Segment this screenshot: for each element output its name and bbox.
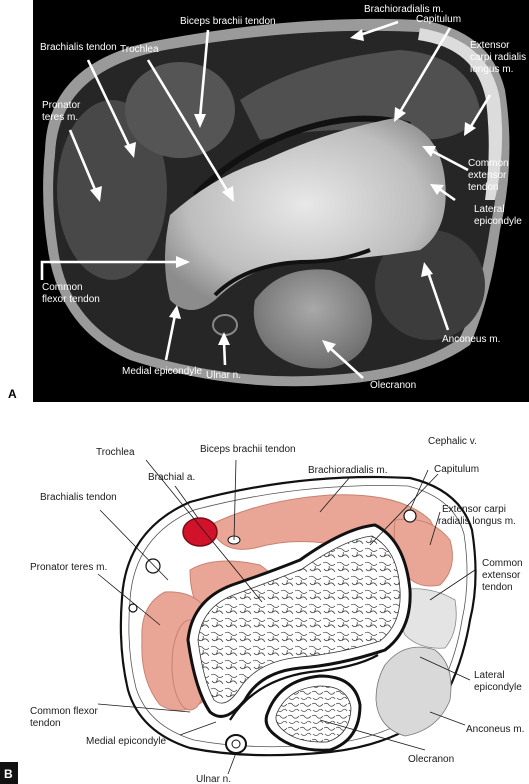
mri-ulnar-nerve — [212, 314, 238, 336]
panel-a: Biceps brachii tendon Brachioradialis m.… — [8, 0, 529, 402]
mri-label-medial-epi: Medial epicondyle — [122, 366, 202, 377]
label-ecrl-2: radialis longus m. — [438, 516, 516, 527]
mri-brachialis — [125, 62, 235, 158]
mri-brachioradialis — [240, 50, 480, 140]
label-common-ext-3: tendon — [482, 582, 513, 593]
mri-label-anconeus: Anconeus m. — [442, 334, 500, 345]
mri-label-trochlea: Trochlea — [120, 44, 159, 55]
mri-label-lat-epi-2: epicondyle — [474, 216, 522, 227]
label-common-flex-2: tendon — [30, 718, 61, 729]
mri-label-lat-epi-1: Lateral — [474, 204, 505, 215]
label-pronator: Pronator teres m. — [30, 562, 107, 573]
label-brachial-a: Brachial a. — [148, 472, 195, 483]
label-medial-epi: Medial epicondyle — [86, 736, 166, 747]
label-lat-epi-1: Lateral — [474, 670, 505, 681]
mri-label-ecrl-3: longus m. — [470, 64, 513, 75]
mri-label-common-ext-3: tendon — [468, 182, 499, 193]
mri-label-pronator-1: Pronator — [42, 100, 81, 111]
small-vessel-1 — [145, 558, 161, 574]
mri-label-common-ext-2: extensor — [468, 170, 507, 181]
brachial-artery — [182, 517, 218, 547]
panel-b-letter-box — [0, 762, 18, 784]
mri-anconeus — [375, 230, 485, 340]
label-anconeus: Anconeus m. — [466, 724, 524, 735]
label-brachialis: Brachialis tendon — [40, 492, 117, 503]
small-vessel-2 — [128, 603, 138, 613]
mri-label-ulnar-n: Ulnar n. — [206, 370, 241, 381]
label-ecrl-1: Extensor carpi — [442, 504, 506, 515]
mri-label-ecrl-2: carpi radialis — [470, 52, 526, 63]
label-olecranon: Olecranon — [408, 754, 454, 765]
olecranon-trabecular — [275, 685, 352, 743]
leader-lines — [97, 459, 476, 775]
mri-label-capitulum: Capitulum — [416, 14, 461, 25]
mri-cortex-line — [192, 115, 411, 198]
mri-arrows — [40, 20, 492, 379]
mri-label-ecrl-1: Extensor — [470, 40, 510, 51]
mri-label-brachioradialis: Brachioradialis m. — [364, 4, 443, 15]
label-common-ext-1: Common — [482, 558, 523, 569]
label-common-ext-2: extensor — [482, 570, 521, 581]
label-lat-epi-2: epicondyle — [474, 682, 522, 693]
label-trochlea: Trochlea — [96, 447, 135, 458]
mri-joint-line — [213, 248, 371, 297]
panel-b-letter: B — [4, 767, 13, 781]
arm-outline-inner — [128, 485, 468, 748]
mri-olecranon — [253, 269, 372, 369]
label-ulnar-n: Ulnar n. — [196, 774, 231, 784]
mri-label-olecranon: Olecranon — [370, 380, 416, 391]
mri-bright-fat-lateral — [418, 28, 503, 200]
mri-label-biceps: Biceps brachii tendon — [180, 16, 276, 27]
panel-b: Trochlea Biceps brachii tendon Cephalic … — [0, 436, 524, 784]
label-common-flex-1: Common flexor — [30, 706, 98, 717]
mri-label-pronator-2: teres m. — [42, 112, 78, 123]
label-cephalic: Cephalic v. — [428, 436, 477, 447]
cephalic-vein — [403, 509, 417, 523]
mri-label-common-ext-1: Common — [468, 158, 509, 169]
ulnar-nerve-core — [231, 739, 241, 749]
humerus-trabecular — [197, 535, 401, 704]
label-brachioradialis: Brachioradialis m. — [308, 465, 387, 476]
mri-label-brachialis: Brachialis tendon — [40, 42, 117, 53]
panel-a-letter: A — [8, 387, 17, 401]
label-capitulum: Capitulum — [434, 464, 479, 475]
label-biceps: Biceps brachii tendon — [200, 444, 296, 455]
mri-pronator — [57, 100, 167, 280]
joint-capsule — [229, 654, 379, 721]
mri-label-common-flex-1: Common — [42, 282, 83, 293]
mri-label-common-flex-2: flexor tendon — [42, 294, 100, 305]
anconeus-muscle — [375, 646, 452, 737]
mri-humerus — [165, 118, 446, 310]
